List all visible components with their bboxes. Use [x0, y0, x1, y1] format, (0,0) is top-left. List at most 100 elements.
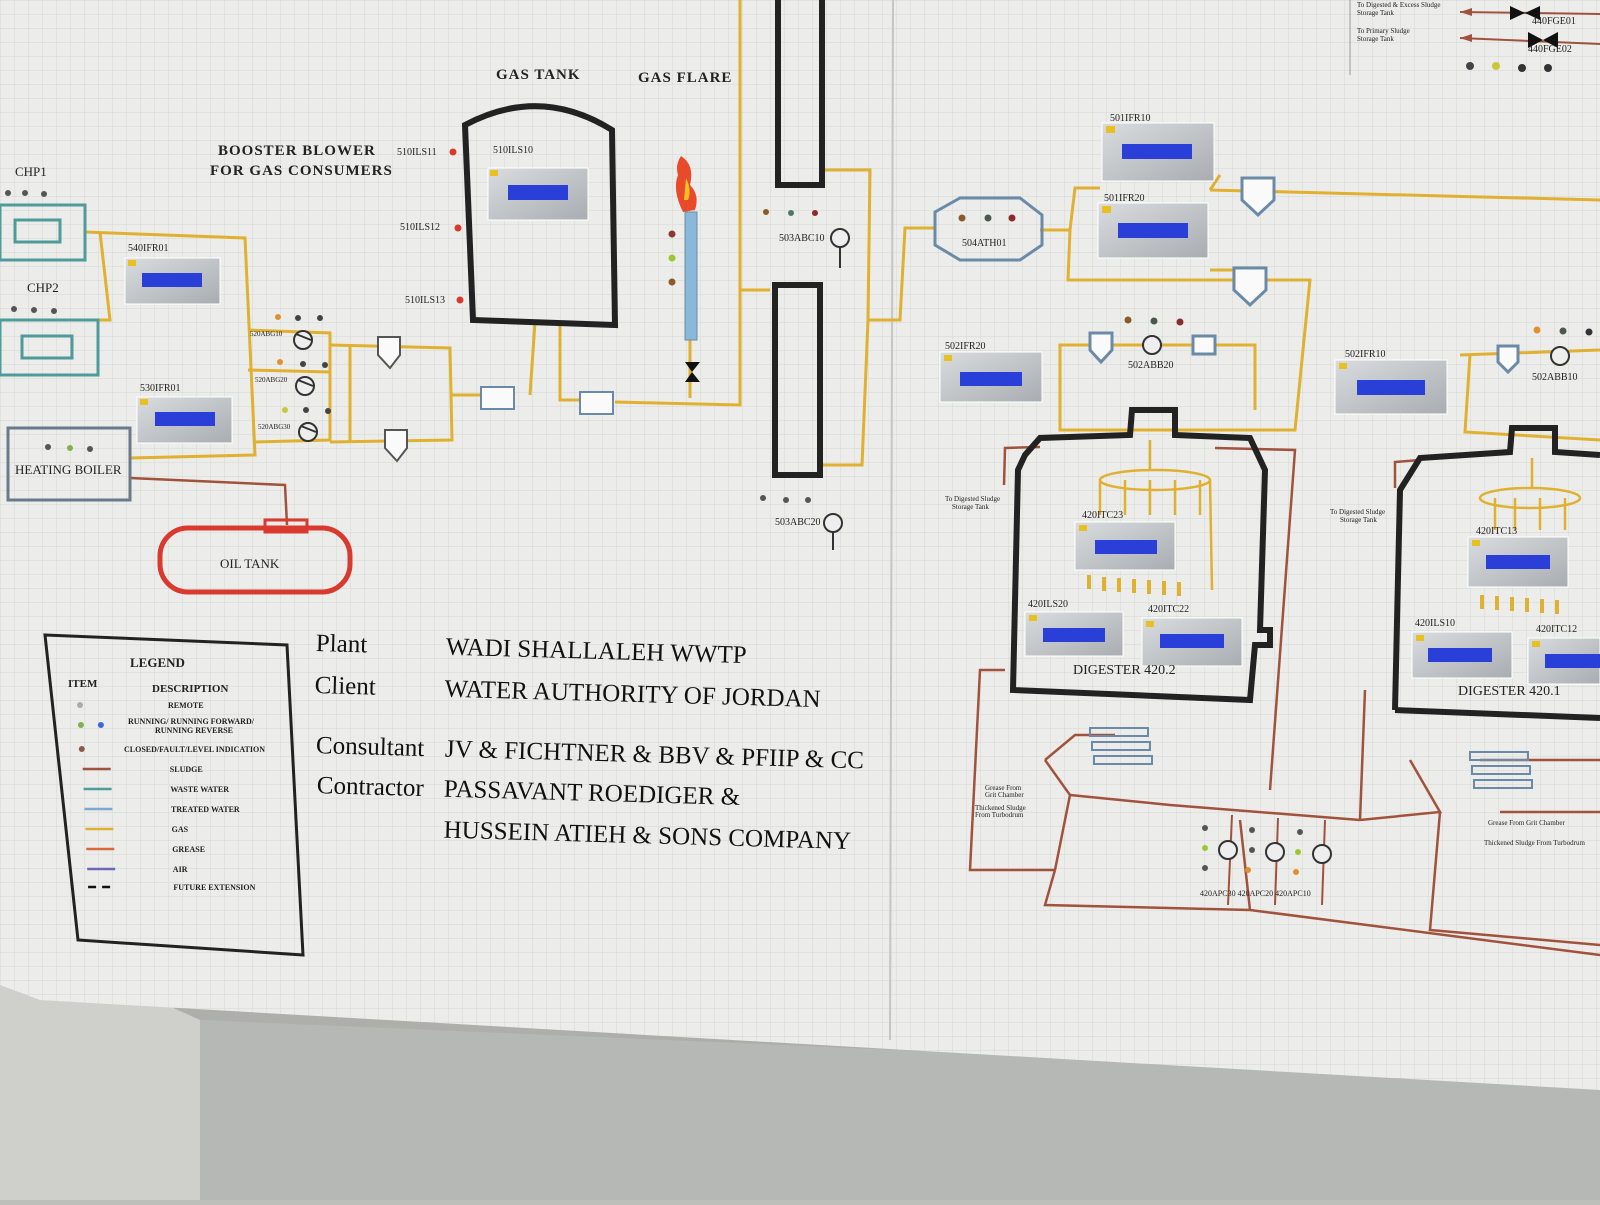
- tag-420ITC22: 420ITC22: [1148, 604, 1189, 615]
- board-seam: [889, 0, 894, 1041]
- tag-440FGE01: 440FGE01: [1532, 16, 1576, 27]
- legend-row: TREATED WATER: [84, 805, 240, 814]
- legend-row: GREASE: [86, 845, 205, 854]
- legend-symbol: [97, 722, 104, 728]
- booster-blowers: [293, 330, 318, 442]
- tag-501IFR10: 501IFR10: [1110, 113, 1151, 124]
- label-digester-420-1: DIGESTER 420.1: [1458, 684, 1561, 699]
- tag-440FGE02: 440FGE02: [1528, 44, 1572, 55]
- legend-row: GAS: [85, 825, 189, 834]
- label-oil-tank: OIL TANK: [220, 556, 280, 571]
- label-gas-flare: GAS FLARE: [638, 70, 732, 86]
- legend-description: WASTE WATER: [170, 785, 229, 794]
- note-to-digested-a: To Digested Sludge: [945, 495, 1000, 503]
- oil-tank: [157, 518, 353, 595]
- pumps-503: [760, 209, 850, 550]
- lcd-530IFR01: [155, 412, 215, 426]
- heat-exchanger-top: [775, 0, 825, 188]
- label-digester-420-2: DIGESTER 420.2: [1073, 663, 1176, 678]
- tag-520ABG20: 520ABG20: [255, 376, 288, 384]
- legend-description: RUNNING/ RUNNING FORWARD/: [128, 717, 255, 726]
- note-to-primary: To Primary Sludge: [1357, 27, 1410, 35]
- heat-exchanger-bottom: [772, 282, 823, 478]
- tag-530IFR01: 530IFR01: [140, 383, 181, 394]
- tag-520ABG10: 520ABG10: [250, 330, 283, 338]
- lcd-540IFR01: [142, 273, 202, 287]
- sludge-pipes: [129, 445, 1600, 957]
- heating-boiler: [6, 426, 132, 502]
- gas-filters-right: [1088, 176, 1520, 375]
- note-to-digested-b: To Digested Sludge: [1330, 508, 1385, 516]
- display-502IFR10: [1334, 359, 1448, 415]
- note-to-digested-a2: Storage Tank: [952, 503, 989, 511]
- note-grease-left-2: Grit Chamber: [985, 791, 1024, 799]
- legend-symbol: [77, 702, 83, 708]
- note-grease-right: Grease From Grit Chamber: [1488, 819, 1565, 827]
- label-gas-tank: GAS TANK: [496, 67, 581, 83]
- display-502IFR20: [939, 351, 1043, 403]
- display-501IFR20: [1097, 202, 1209, 259]
- lcd-510ILS10: [508, 185, 568, 200]
- sludge-heat-exchangers: [1089, 727, 1533, 789]
- legend-row: SLUDGE: [82, 765, 203, 774]
- tag-502IFR20: 502IFR20: [945, 341, 986, 352]
- tag-510ILS10: 510ILS10: [493, 145, 533, 156]
- digester-420-1: [1392, 425, 1600, 721]
- legend-symbol: [78, 746, 85, 752]
- waste-water-boxes: [0, 203, 100, 377]
- display-530IFR01: [136, 396, 233, 444]
- contractor-label: Contractor: [317, 772, 425, 802]
- legend-description: REMOTE: [168, 701, 204, 710]
- legend-row: REMOTE: [77, 701, 204, 710]
- legend-row: AIR: [87, 865, 188, 874]
- gas-tank: [461, 103, 619, 329]
- tag-510ILS12: 510ILS12: [400, 222, 440, 233]
- label-chp1: CHP1: [15, 164, 47, 179]
- display-501IFR10: [1101, 122, 1215, 182]
- label-for-gas-consumers: FOR GAS CONSUMERS: [210, 163, 393, 179]
- legend-box: [43, 633, 305, 957]
- legend-description: GREASE: [172, 845, 205, 854]
- tag-501IFR20: 501IFR20: [1104, 193, 1145, 204]
- tag-503ABC20: 503ABC20: [775, 517, 821, 528]
- digester-420-2: [1009, 407, 1273, 704]
- note-thick-right: Thickened Sludge From Turbodrum: [1484, 839, 1585, 847]
- consultant-label: Consultant: [316, 732, 425, 762]
- note-to-digested-excess: To Digested & Excess Sludge: [1357, 1, 1441, 9]
- legend-title: LEGEND: [130, 655, 185, 670]
- note-to-digested-b2: Storage Tank: [1340, 516, 1377, 524]
- legend-col-item: ITEM: [68, 678, 98, 690]
- tag-420ITC23: 420ITC23: [1082, 510, 1123, 521]
- legend-description: TREATED WATER: [171, 805, 240, 814]
- mimic-board: [0, 0, 1600, 1090]
- legend-col-desc: DESCRIPTION: [152, 683, 228, 695]
- compressor-502ABB10: [1533, 326, 1593, 366]
- gas-flare: [668, 156, 700, 382]
- tag-420ILS10: 420ILS10: [1415, 618, 1455, 629]
- legend-row: WASTE WATER: [83, 785, 229, 794]
- compressor-502ABB20: [1124, 316, 1184, 355]
- booster-lamps: [275, 314, 331, 414]
- display-540IFR01: [124, 257, 221, 305]
- tag-504ATH01: 504ATH01: [962, 238, 1006, 249]
- plant-label: Plant: [315, 630, 367, 658]
- legend-description-2: RUNNING REVERSE: [155, 726, 233, 735]
- legend-description: FUTURE EXTENSION: [173, 883, 255, 892]
- tag-420ILS20: 420ILS20: [1028, 599, 1068, 610]
- top-right-outlets: [1349, 0, 1600, 75]
- tag-510ILS13: 510ILS13: [405, 295, 445, 306]
- chp-indicator-lamps: [5, 190, 57, 314]
- tag-510ILS11: 510ILS11: [397, 147, 437, 158]
- client-label: Client: [314, 672, 376, 701]
- tag-420ITC13: 420ITC13: [1476, 526, 1517, 537]
- tag-420APC: 420APC30 420APC20 420APC10: [1200, 889, 1311, 898]
- legend-description: CLOSED/FAULT/LEVEL INDICATION: [124, 745, 265, 754]
- label-booster-blower: BOOSTER BLOWER: [218, 143, 376, 159]
- gas-filters: [377, 336, 614, 463]
- tag-502IFR10: 502IFR10: [1345, 349, 1386, 360]
- legend-row: CLOSED/FAULT/LEVEL INDICATION: [78, 745, 265, 754]
- label-chp2: CHP2: [27, 280, 59, 295]
